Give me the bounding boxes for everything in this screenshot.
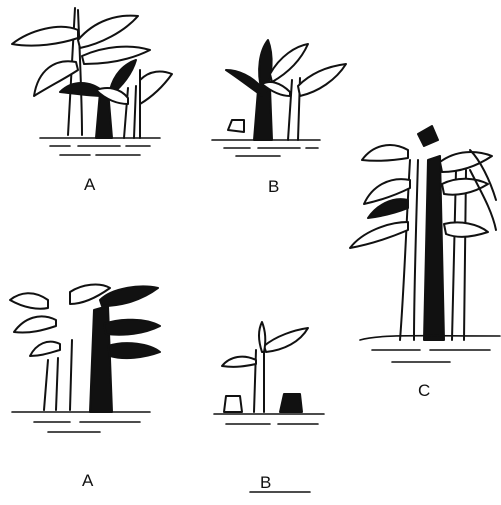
banana-cluster-bottom-left xyxy=(10,285,160,432)
label-bottom-middle: B xyxy=(260,473,271,492)
banana-cluster-right xyxy=(350,126,500,362)
label-bottom-left: A xyxy=(82,471,94,490)
label-top-left: A xyxy=(84,175,96,194)
banana-cluster-top-middle xyxy=(212,40,346,156)
label-top-middle: B xyxy=(268,177,279,196)
label-right: C xyxy=(418,381,430,400)
banana-cluster-top-left xyxy=(12,8,172,155)
banana-cluster-bottom-middle xyxy=(214,322,324,492)
